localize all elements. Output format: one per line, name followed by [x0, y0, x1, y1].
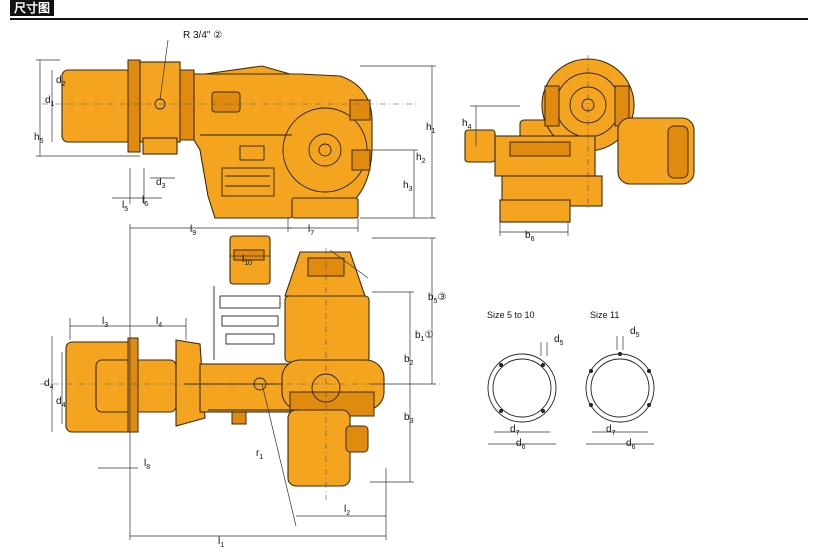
label-d6-right: d6 — [626, 438, 636, 451]
header-rule — [10, 18, 808, 20]
label-r1: r1 — [256, 448, 263, 461]
label-l3: l3 — [102, 316, 108, 329]
label-l7: l7 — [308, 224, 314, 237]
caption-size-5-10: Size 5 to 10 — [487, 310, 535, 320]
label-h5: h5 — [34, 132, 44, 145]
label-l2: l2 — [344, 504, 350, 517]
side-view-dimensions — [36, 39, 436, 232]
label-d7-right: d7 — [606, 424, 616, 437]
section-title: 尺寸图 — [10, 0, 55, 16]
label-b3: b3 — [404, 412, 414, 425]
label-h2: h2 — [416, 152, 426, 165]
flange-detail-size-5-10: Size 5 to 10 d5 d7 d6 — [487, 310, 564, 451]
thread-label: R 3/4" ② — [183, 30, 222, 41]
label-l4: l4 — [156, 316, 162, 329]
front-view-dimensions — [470, 55, 589, 236]
plan-view-labels: l9 l10 l3 l4 d4 d4 l8 l1 l2 r1 b5③ b1① b… — [44, 224, 446, 547]
label-h1: h1 — [426, 122, 436, 135]
flange-detail-size-11: Size 11 d5 d7 d6 — [585, 310, 655, 451]
label-d1: d1 — [45, 95, 55, 108]
label-b1: b1① — [415, 330, 433, 343]
label-d3: d3 — [156, 177, 166, 190]
label-d7-left: d7 — [510, 424, 520, 437]
front-elevation-view — [464, 58, 695, 223]
label-d4-inner: d4 — [56, 396, 66, 409]
label-d2: d2 — [56, 75, 66, 88]
label-l8: l8 — [144, 458, 150, 471]
label-d4-outer: d4 — [44, 378, 54, 391]
label-b2: b2 — [404, 354, 414, 367]
label-l5: l5 — [122, 200, 128, 213]
label-d5-right: d5 — [630, 326, 640, 339]
plan-view-dimensions — [40, 224, 440, 540]
caption-size-11: Size 11 — [590, 310, 619, 320]
plan-view — [65, 235, 385, 487]
label-d6-left: d6 — [516, 438, 526, 451]
label-h3: h3 — [403, 180, 413, 193]
label-l6: l6 — [142, 195, 148, 208]
label-l10: l10 — [242, 254, 252, 267]
side-view-labels: R 3/4" ② d1 d2 d3 h5 h1 h2 h3 l7 l5 l6 — [34, 30, 436, 237]
label-l1: l1 — [218, 536, 224, 547]
side-elevation-view — [61, 59, 373, 219]
front-view-labels: h4 b6 — [462, 118, 535, 243]
label-b6: b6 — [525, 230, 535, 243]
label-l9: l9 — [190, 224, 196, 237]
label-d5-left: d5 — [554, 334, 564, 347]
label-h4: h4 — [462, 118, 472, 131]
label-b5: b5③ — [428, 292, 446, 305]
